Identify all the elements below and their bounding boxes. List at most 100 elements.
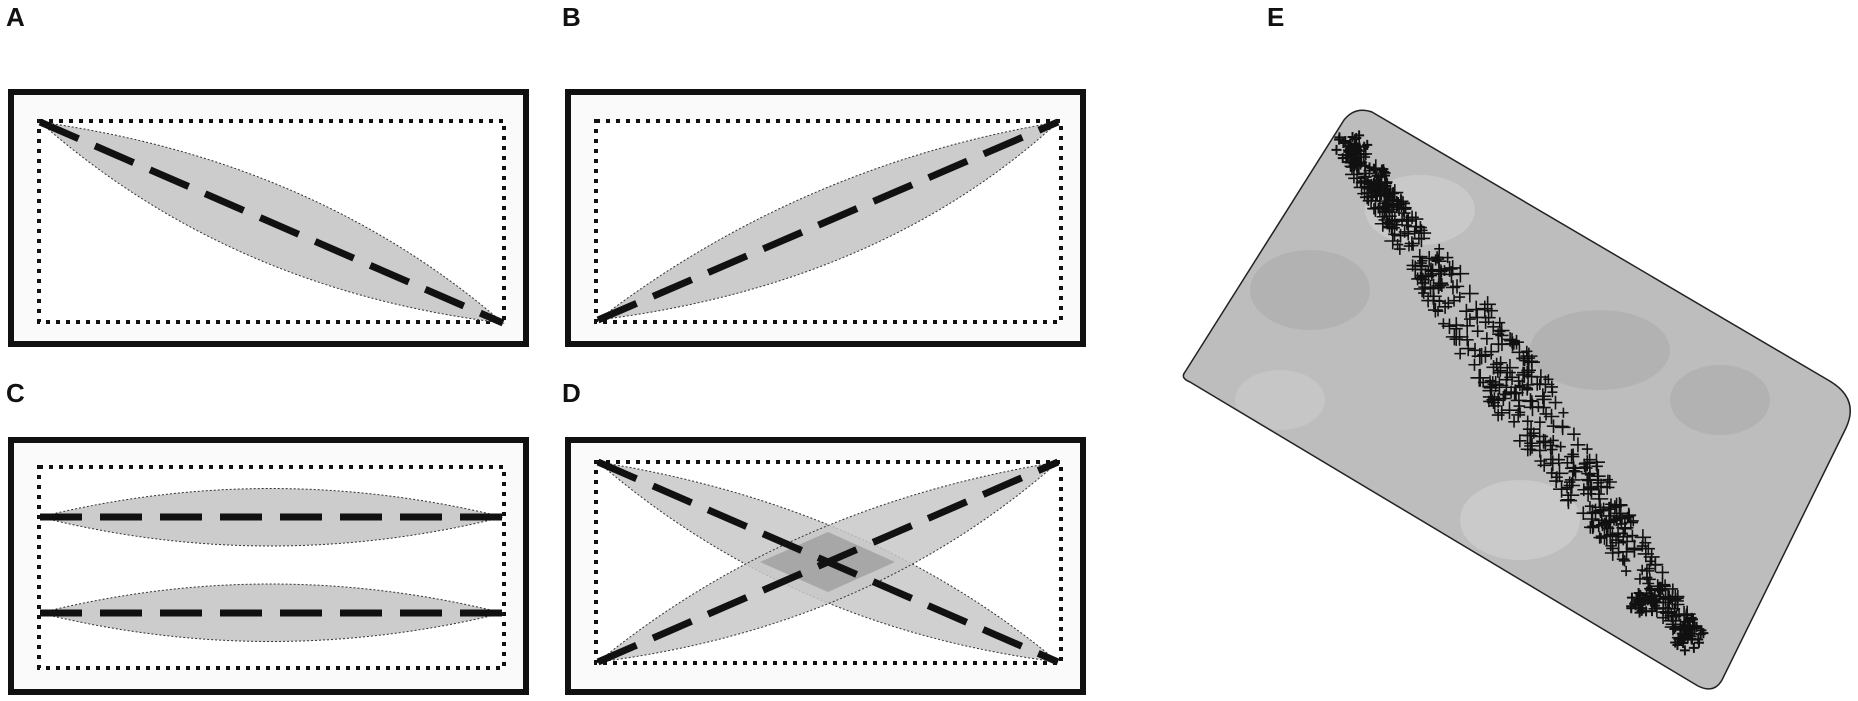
track-marker <box>1442 251 1454 264</box>
track-marker <box>1412 232 1425 245</box>
track-marker <box>1643 548 1660 565</box>
track-marker <box>1522 378 1535 391</box>
track-marker <box>1611 513 1623 525</box>
track-marker <box>1561 492 1576 507</box>
track-marker <box>1415 257 1427 269</box>
track-marker <box>1647 606 1657 617</box>
track-marker <box>1634 607 1645 618</box>
track-marker <box>1688 614 1699 625</box>
track-marker <box>1471 325 1484 338</box>
track-marker <box>1424 265 1438 278</box>
track-marker <box>1350 157 1361 168</box>
track-marker <box>1377 165 1388 176</box>
track-marker <box>1495 337 1509 352</box>
track-marker <box>1383 219 1400 236</box>
track-marker <box>1667 592 1684 610</box>
track-marker <box>1636 564 1648 576</box>
track-marker <box>1492 328 1505 341</box>
track-marker <box>1467 300 1486 319</box>
track-marker <box>1543 408 1560 425</box>
track-marker <box>1412 248 1428 265</box>
track-marker <box>1338 137 1349 148</box>
panel-c <box>8 437 529 695</box>
track-marker <box>1625 539 1644 557</box>
track-marker <box>1519 426 1536 444</box>
track-marker <box>1640 595 1651 606</box>
track-marker <box>1536 391 1552 408</box>
track-marker <box>1482 388 1501 406</box>
track-marker <box>1543 374 1554 385</box>
track-marker <box>1686 612 1697 623</box>
track-marker <box>1696 625 1707 636</box>
track-marker <box>1441 318 1458 334</box>
track-marker <box>1476 300 1493 317</box>
track-marker <box>1438 318 1449 329</box>
track-marker <box>1534 416 1546 428</box>
track-marker <box>1595 527 1614 545</box>
track-marker <box>1618 555 1631 567</box>
track-marker <box>1487 320 1500 333</box>
track-marker <box>1591 460 1603 473</box>
track-marker <box>1650 579 1665 594</box>
track-marker <box>1568 464 1583 479</box>
track-marker <box>1425 292 1443 310</box>
panel-label-d: D <box>562 378 581 408</box>
track-marker <box>1460 340 1476 357</box>
track-marker <box>1599 480 1615 495</box>
track-marker <box>1434 243 1445 254</box>
track-marker <box>1480 332 1494 345</box>
track-marker <box>1500 389 1511 400</box>
track-marker <box>1577 483 1591 497</box>
track-marker <box>1525 355 1538 368</box>
track-marker <box>1605 498 1617 511</box>
track-marker <box>1343 152 1354 163</box>
track-marker <box>1406 260 1424 278</box>
track-marker <box>1434 277 1449 292</box>
track-marker <box>1487 392 1502 407</box>
track-marker <box>1432 305 1444 317</box>
track-marker <box>1673 634 1684 645</box>
track-marker <box>1546 444 1558 455</box>
panel-d-trajectory-2 <box>596 458 1060 666</box>
track-marker <box>1478 315 1493 329</box>
track-marker <box>1398 225 1411 238</box>
track-marker <box>1359 141 1370 152</box>
track-marker <box>1432 275 1449 291</box>
track-marker <box>1508 339 1519 350</box>
track-marker <box>1521 345 1533 357</box>
track-marker <box>1567 448 1579 461</box>
track-marker <box>1368 163 1379 174</box>
track-marker <box>1546 467 1558 479</box>
track-marker <box>1576 506 1591 520</box>
track-marker <box>1479 296 1496 313</box>
track-marker <box>1397 206 1411 220</box>
track-marker <box>1417 255 1428 266</box>
track-marker <box>1558 407 1569 418</box>
panel-c-zone-upper <box>39 488 504 547</box>
track-marker <box>1364 179 1375 190</box>
track-marker <box>1491 408 1505 422</box>
track-marker <box>1331 144 1342 155</box>
track-marker <box>1511 344 1528 361</box>
track-marker <box>1581 443 1593 455</box>
track-marker <box>1484 375 1496 387</box>
track-marker <box>1570 437 1586 453</box>
track-marker <box>1516 366 1533 384</box>
track-marker <box>1373 177 1384 188</box>
track-marker <box>1344 144 1355 155</box>
track-marker <box>1396 196 1411 211</box>
track-marker <box>1596 518 1609 532</box>
track-marker <box>1418 287 1430 299</box>
track-marker <box>1513 434 1527 448</box>
track-marker <box>1605 540 1617 552</box>
track-marker <box>1448 294 1460 307</box>
panel-d <box>565 437 1086 695</box>
track-marker <box>1608 514 1620 526</box>
track-marker <box>1347 145 1358 156</box>
track-marker <box>1609 524 1627 542</box>
track-marker <box>1382 178 1393 189</box>
track-marker <box>1431 278 1446 294</box>
track-marker <box>1513 375 1525 387</box>
track-marker <box>1351 132 1362 143</box>
track-marker <box>1655 565 1670 579</box>
